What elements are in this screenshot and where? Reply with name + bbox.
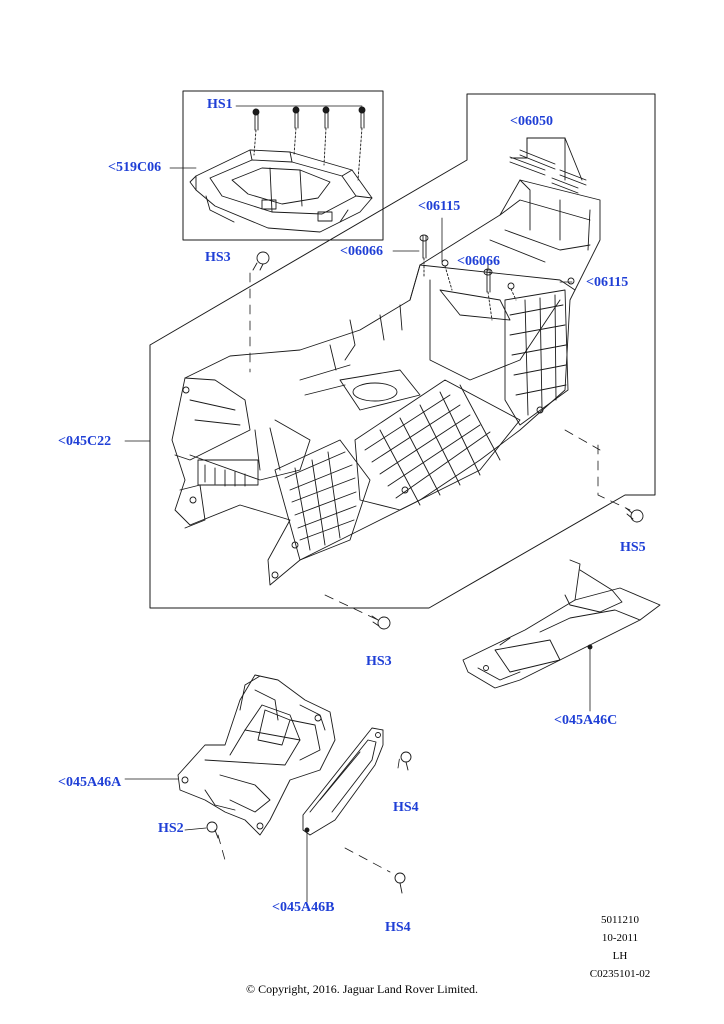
callout-045a46b: <045A46B xyxy=(272,900,335,915)
callout-hs5: HS5 xyxy=(620,540,646,555)
callout-06115-top: <06115 xyxy=(418,199,461,214)
callout-06050: <06050 xyxy=(510,114,553,129)
callout-06066-left: <06066 xyxy=(340,244,383,259)
callout-hs2: HS2 xyxy=(158,821,184,836)
reference-side: LH xyxy=(612,950,628,962)
screws-hs1 xyxy=(235,105,366,181)
screw-hs3-bottom xyxy=(371,615,391,630)
part-045a46a xyxy=(177,674,336,836)
callout-045a46c: <045A46C xyxy=(554,713,618,728)
reference-date: 10-2011 xyxy=(601,932,639,944)
dashed-guides xyxy=(217,272,631,873)
callout-hs3-bottom: HS3 xyxy=(366,654,392,669)
screw-hs3-top xyxy=(252,251,270,271)
reference-code: C0235101-02 xyxy=(589,968,651,980)
callout-hs4-bottom: HS4 xyxy=(385,920,411,935)
callout-519c06: <519C06 xyxy=(108,160,162,175)
reference-number: 5011210 xyxy=(600,914,640,926)
screw-hs4-bottom xyxy=(394,872,406,894)
callout-hs3-top: HS3 xyxy=(205,250,231,265)
callout-hs1: HS1 xyxy=(207,97,233,112)
screw-hs4-top xyxy=(400,751,412,771)
callout-06066-right: <06066 xyxy=(457,254,500,269)
screw-hs5 xyxy=(625,507,644,523)
callout-045c22: <045C22 xyxy=(58,434,112,449)
screw-hs2 xyxy=(206,821,219,839)
pins-06050 xyxy=(509,137,587,194)
panel-045a46b xyxy=(302,727,384,836)
plate-045a46c xyxy=(462,559,661,689)
callout-045a46a: <045A46A xyxy=(58,775,122,790)
leader-lines xyxy=(124,167,591,903)
housing-045c22 xyxy=(171,179,601,586)
inset-frame xyxy=(182,90,384,241)
callout-hs4-top: HS4 xyxy=(393,800,419,815)
assembly-boundary xyxy=(149,93,656,609)
callout-06115-right: <06115 xyxy=(586,275,629,290)
bracket-519c06 xyxy=(189,149,373,233)
copyright-notice: © Copyright, 2016. Jaguar Land Rover Lim… xyxy=(245,982,479,996)
